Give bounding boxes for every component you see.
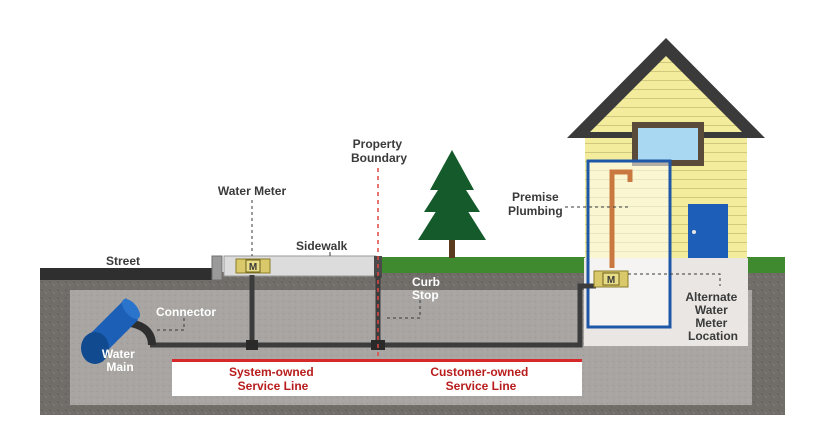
- curb-stop-label: Curb Stop: [412, 275, 443, 302]
- meter-letter-street: M: [249, 262, 257, 273]
- tree-icon: [418, 150, 486, 258]
- curb: [211, 255, 223, 281]
- joint: [246, 340, 258, 350]
- alternate-meter-line1: Alternate: [685, 290, 737, 304]
- system-owned-line2: Service Line: [238, 379, 309, 393]
- system-owned-line1: System-owned: [229, 365, 314, 379]
- street-pavement: [40, 268, 212, 280]
- water-meter-label: Water Meter: [218, 184, 287, 198]
- alternate-meter-line2: Water: [695, 303, 728, 317]
- water-main-line1: Water: [102, 347, 135, 361]
- meter-letter-house: M: [607, 275, 615, 286]
- premise-plumbing-label: Premise Plumbing: [508, 190, 563, 218]
- curb-stop-line2: Stop: [412, 288, 439, 302]
- system-owned-label: System-owned Service Line: [229, 365, 317, 393]
- service-line-panel: [172, 362, 582, 396]
- alternate-meter-line4: Location: [688, 329, 738, 343]
- connector-label: Connector: [156, 305, 216, 319]
- water-main-pipe-icon: [81, 298, 140, 364]
- sidewalk-label: Sidewalk: [296, 239, 348, 253]
- alternate-meter-line3: Meter: [695, 316, 727, 330]
- premise-plumbing-box: [586, 159, 672, 329]
- premise-plumbing-line2: Plumbing: [508, 204, 563, 218]
- property-boundary-line1: Property: [353, 137, 403, 151]
- alternate-meter-label: Alternate Water Meter Location: [685, 290, 740, 343]
- property-boundary-label: Property Boundary: [351, 137, 407, 165]
- service-line-bar: [172, 359, 582, 362]
- leader-lines: [156, 200, 721, 331]
- street-label: Street: [106, 254, 140, 268]
- service-pipe: [150, 275, 596, 348]
- water-main-line2: Main: [106, 360, 133, 374]
- curb-stop-line1: Curb: [412, 275, 440, 289]
- customer-owned-line2: Service Line: [446, 379, 517, 393]
- meter-icon: M: [235, 258, 271, 274]
- copper-pipe: [609, 169, 633, 268]
- water-main-label: Water Main: [102, 347, 138, 374]
- customer-owned-label: Customer-owned Service Line: [430, 365, 531, 393]
- premise-plumbing-line1: Premise: [512, 190, 559, 204]
- customer-owned-line1: Customer-owned: [430, 365, 528, 379]
- alternate-meter-icon: M: [593, 270, 629, 288]
- property-boundary-line2: Boundary: [351, 151, 407, 165]
